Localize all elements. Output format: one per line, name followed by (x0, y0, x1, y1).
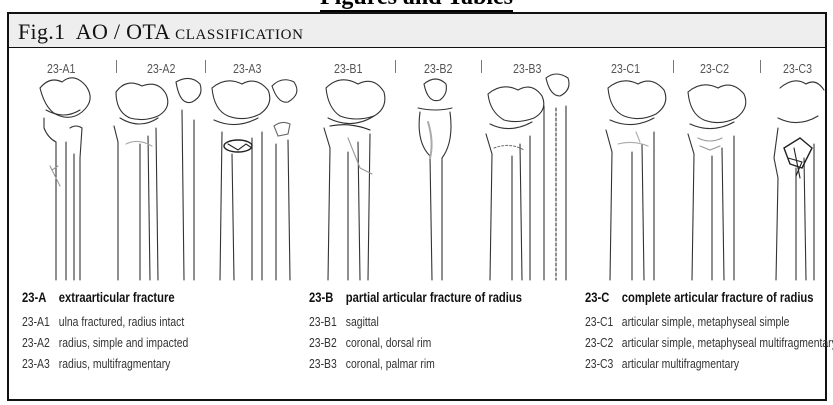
item-text: coronal, dorsal rim (346, 335, 432, 350)
figure-title-small: classification (175, 27, 303, 43)
group-title: partial articular fracture of radius (346, 289, 522, 305)
item-text: articular multifragmentary (622, 356, 739, 371)
wrist-b3-illustration (486, 74, 569, 280)
wrist-c1-illustration (606, 81, 666, 280)
wrist-a1-illustration (40, 78, 90, 280)
wrist-fracture-illustrations (8, 48, 826, 284)
group-title: extraarticular fracture (59, 289, 175, 305)
item-code: 23-A3 (22, 354, 59, 374)
partial-section-heading: Figures and Tables (0, 0, 833, 7)
item-text: sagittal (346, 314, 379, 329)
item-code: 23-A2 (22, 333, 59, 353)
group-code: 23-B (309, 289, 346, 305)
wrist-c3-illustration (774, 81, 824, 280)
item-code: 23-B3 (309, 354, 346, 374)
item-text: radius, multifragmentary (59, 356, 171, 371)
wrist-a3-illustration (212, 80, 297, 280)
item-code: 23-B1 (309, 312, 346, 332)
figure-label: Fig.1 (18, 19, 65, 44)
item-code: 23-C2 (585, 333, 622, 353)
item-text: articular simple, metaphyseal multifragm… (622, 335, 833, 350)
wrist-a2-illustration (114, 78, 201, 280)
item-code: 23-C3 (585, 354, 622, 374)
item-text: coronal, palmar rim (346, 356, 435, 371)
figure-title: Fig.1 AO / OTA classification (18, 19, 304, 45)
group-title: complete articular fracture of radius (622, 289, 814, 305)
item-code: 23-B2 (309, 333, 346, 353)
wrist-c2-illustration (688, 85, 746, 280)
wrist-b2-illustration (418, 79, 452, 280)
item-text: articular simple, metaphyseal simple (622, 314, 790, 329)
item-text: radius, simple and impacted (59, 335, 188, 350)
wrist-b1-illustration (324, 80, 385, 280)
item-code: 23-A1 (22, 312, 59, 332)
group-code: 23-A (22, 289, 59, 305)
item-code: 23-C1 (585, 312, 622, 332)
item-text: ulna fractured, radius intact (59, 314, 184, 329)
figure-title-main: AO / OTA (76, 19, 170, 44)
group-code: 23-C (585, 289, 622, 305)
